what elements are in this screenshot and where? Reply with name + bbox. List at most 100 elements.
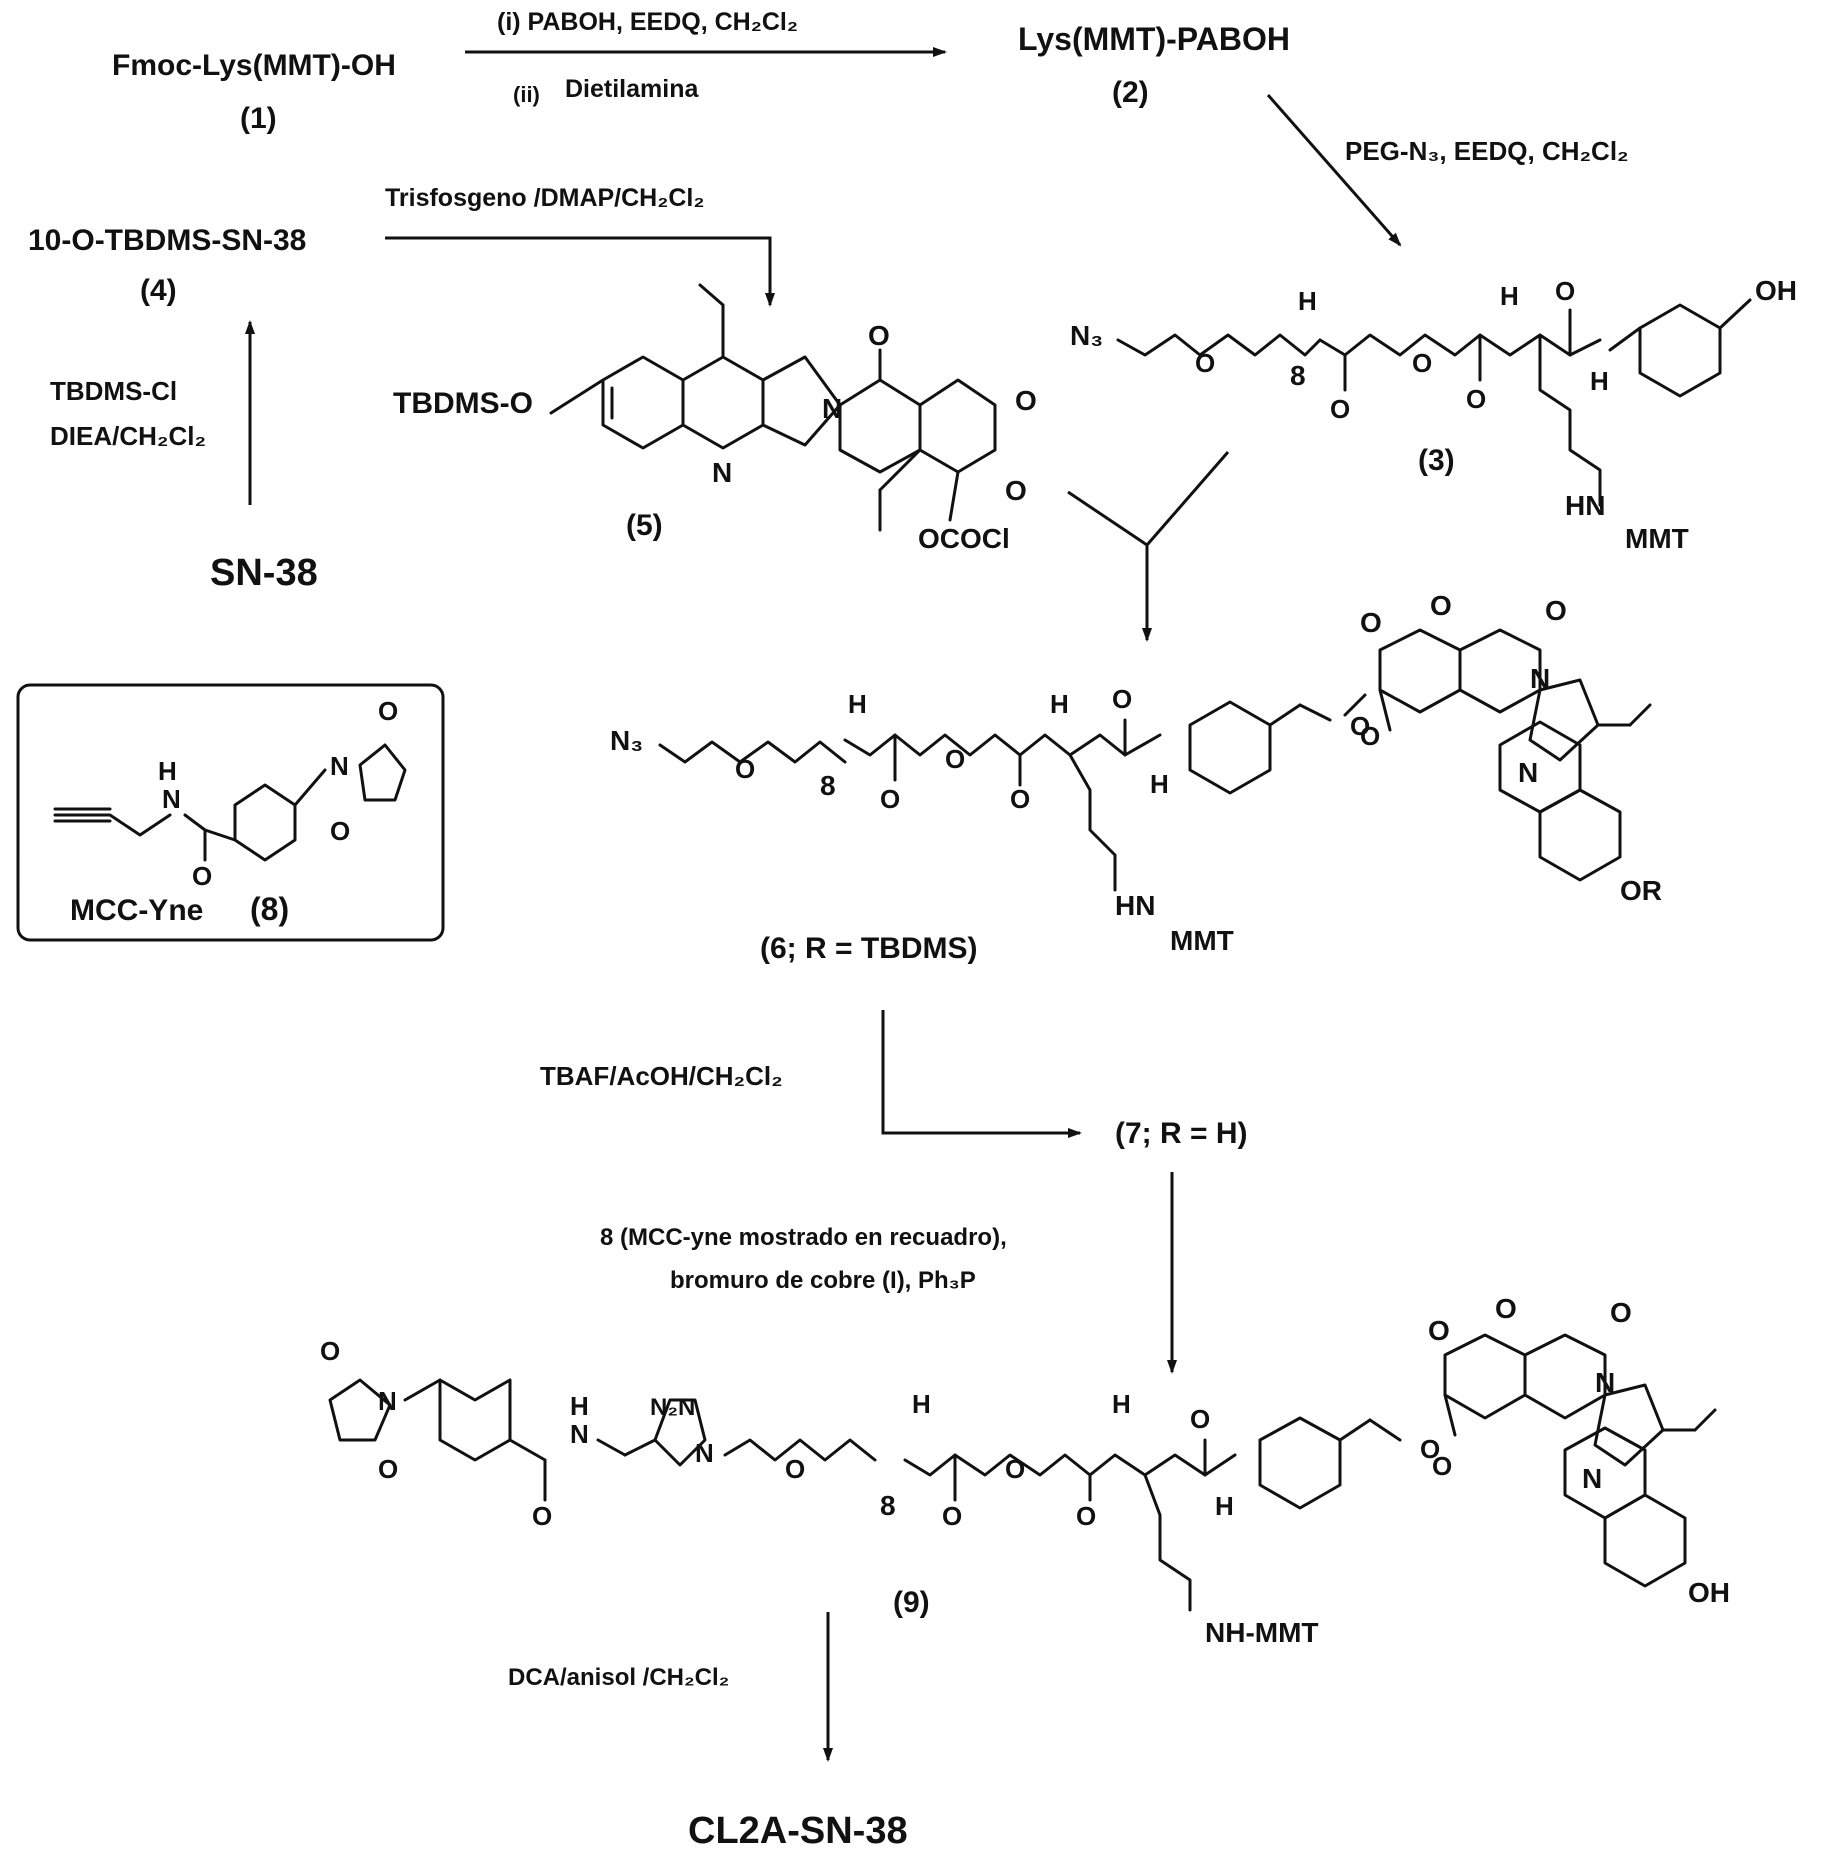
n-label: N [570,1419,589,1449]
mmt-label: MMT [1170,925,1234,956]
compound-9-structure: O N O O H N N₂N N O 8 H O O O H O H O O [320,1293,1730,1648]
final-product: CL2A-SN-38 [688,1810,908,1852]
compound-2-name: Lys(MMT)-PABOH [1018,21,1290,57]
n-label: N [1518,757,1538,788]
oh-label: OH [1755,275,1797,306]
ococl-label: OCOCl [918,523,1010,554]
compound-9-number: (9) [893,1586,930,1619]
o-label: O [1428,1315,1450,1346]
n-label: N [712,457,732,488]
arrow-step2 [1268,95,1400,245]
o-label: O [1495,1293,1517,1324]
arrow-step5 [883,1010,1080,1133]
o-label: O [532,1501,552,1531]
h-label: H [1590,366,1609,396]
reagent-step6-b: bromuro de cobre (I), Ph₃P [670,1267,976,1294]
o-label: O [1430,590,1452,621]
o-label: O [942,1501,962,1531]
compound-8-number: (8) [250,891,289,927]
o-label: O [1195,348,1215,378]
o-label: O [330,816,350,846]
o-label: O [735,754,755,784]
o-label: O [1466,384,1486,414]
o-label: O [1360,721,1380,751]
o-label: O [1076,1501,1096,1531]
compound-1-name: Fmoc-Lys(MMT)-OH [112,49,396,82]
compound-6-number: (6; R = TBDMS) [760,932,978,965]
o-label: O [378,1454,398,1484]
o-label: O [1112,684,1132,714]
o-label: O [1190,1404,1210,1434]
compound-5-structure: TBDMS-O N N O O O OCOCl (5) [393,285,1037,554]
o-label: O [945,744,965,774]
h-label: H [848,689,867,719]
h-label: H [1298,286,1317,316]
hn-label: HN [1565,490,1605,521]
oh-label: OH [1688,1577,1730,1608]
peg-repeat-label: 8 [820,770,836,801]
mmt-label: MMT [1625,523,1689,554]
n-label: N [695,1438,714,1468]
reagent-step1-ii: Dietilamina [565,75,699,103]
compound-2-number: (2) [1112,76,1149,109]
o-label: O [1545,595,1567,626]
reagent-step3: Trisfosgeno /DMAP/CH₂Cl₂ [385,184,704,212]
reagent-step7: DCA/anisol /CH₂Cl₂ [508,1664,729,1691]
peg-repeat-label: 8 [1290,360,1306,391]
or-label: OR [1620,875,1662,906]
n-label: N [1582,1463,1602,1494]
o-label: O [378,696,398,726]
o-label: O [1360,607,1382,638]
peg-repeat-label: 8 [880,1490,896,1521]
reagent-step6-a: 8 (MCC-yne mostrado en recuadro), [600,1224,1007,1251]
h-label: H [1050,689,1069,719]
o-label: O [1015,385,1037,416]
compound-4-name: 10-O-TBDMS-SN-38 [28,224,306,257]
h-label: H [1150,769,1169,799]
o-label: O [1330,394,1350,424]
compound-sn38: SN-38 [210,552,318,594]
o-label: O [868,320,890,351]
n-label: N [378,1386,397,1416]
o-label: O [320,1336,340,1366]
o-label: O [1412,348,1432,378]
reagent-step4-b: DIEA/CH₂Cl₂ [50,421,206,451]
o-label: O [1432,1451,1452,1481]
compound-3-number: (3) [1418,444,1455,477]
reagent-step1-ii-number: (ii) [513,82,540,107]
n-label: N [162,784,181,814]
h-label: H [1500,281,1519,311]
h-label: H [158,756,177,786]
o-label: O [1005,1454,1025,1484]
o-label: O [880,784,900,814]
reagent-step4-a: TBDMS-Cl [50,376,177,406]
o-label: O [1010,784,1030,814]
compound-3-structure: N₃ 8 O H O O O H O H OH HN MMT (3) [1070,275,1797,554]
n3-label: N₃ [1070,320,1103,351]
n3-label: N₃ [610,725,643,756]
o-label: O [192,861,212,891]
h-label: H [912,1389,931,1419]
o-label: O [1610,1297,1632,1328]
h-label: H [570,1391,589,1421]
compound-7-number: (7; R = H) [1115,1117,1248,1150]
reagent-step5: TBAF/AcOH/CH₂Cl₂ [540,1061,783,1091]
n-label: N [330,751,349,781]
compound-4-number: (4) [140,274,177,307]
o-label: O [785,1454,805,1484]
h-label: H [1112,1389,1131,1419]
o-label: O [1005,475,1027,506]
compound-8-name: MCC-Yne [70,894,203,927]
hn-label: HN [1115,890,1155,921]
tbdms-o-label: TBDMS-O [393,387,533,420]
compound-8-box: H N O N O O MCC-Yne (8) [18,685,443,940]
reagent-step2: PEG-N₃, EEDQ, CH₂Cl₂ [1345,136,1629,166]
compound-1-number: (1) [240,102,277,135]
compound-6-structure: N₃ O 8 H O O O H O H O O HN MMT O O O N … [610,590,1662,965]
arrow-coupling [1068,452,1228,640]
compound-5-number: (5) [626,509,663,542]
o-label: O [1555,276,1575,306]
nh-mmt-label: NH-MMT [1205,1617,1319,1648]
h-label: H [1215,1491,1234,1521]
